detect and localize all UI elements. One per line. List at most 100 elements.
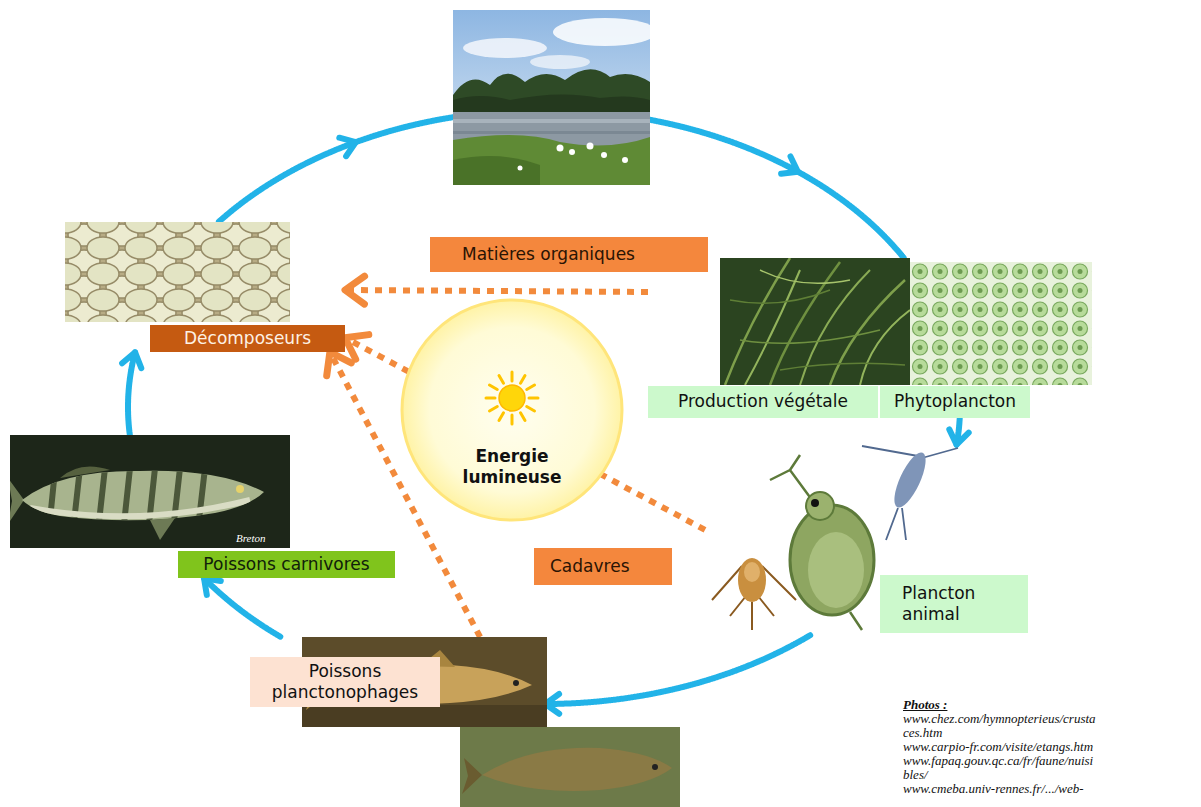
lake-photo [557, 145, 564, 152]
circle-outline [402, 300, 622, 520]
circle-outline [400, 298, 624, 522]
daphnia-drawing [770, 455, 874, 630]
arrow-head [345, 335, 369, 360]
lake-photo [453, 119, 650, 123]
photo-node: Poissons carnivores [10, 435, 395, 578]
arrow-head [781, 157, 798, 174]
cycle-arrow [949, 418, 968, 445]
photo-credits: Photos :www.chez.com/hymnopterieus/crust… [903, 698, 1193, 796]
phytoplankton-photo [910, 262, 1092, 385]
arrow-head [327, 352, 352, 376]
node-label: Plancton animal [880, 575, 1028, 633]
arrow-head [204, 578, 221, 595]
photo-node: Poissons planctonophages [250, 637, 545, 727]
credits-heading: Photos : [903, 698, 1193, 712]
credit-url: www.carpio-fr.com/visite/etangs.htm [903, 740, 1108, 754]
copepod-drawing [738, 558, 766, 602]
connector-line [345, 290, 648, 292]
water-plant-photo [760, 270, 850, 283]
copepod-drawing [712, 558, 796, 630]
node-label: Poissons planctonophages [250, 657, 440, 707]
energy-circle: Energie lumineuse [400, 298, 624, 522]
lake-photo [453, 10, 650, 185]
water-plant-photo [730, 290, 830, 303]
lake-photo [587, 143, 594, 150]
sun-symbol [486, 397, 495, 400]
copepod-drawing [862, 446, 958, 540]
water-plant-photo [800, 270, 870, 385]
phytoplankton-photo [910, 262, 1092, 385]
arrow-head [339, 138, 355, 157]
arrow-head [949, 429, 968, 444]
fish-photo [302, 705, 547, 727]
water-plant-photo [725, 258, 790, 385]
sun-symbol [529, 397, 538, 400]
lake-photo [453, 131, 650, 134]
sun-symbol [521, 413, 526, 421]
sun-symbol [499, 413, 504, 421]
copepod-drawing [888, 449, 931, 512]
photo-node: Phytoplancton [880, 262, 1092, 418]
lake-photo [453, 156, 540, 185]
sun-symbol [527, 385, 535, 390]
credit-url: www.chez.com/hymnopterieus/crusta ces.ht… [903, 712, 1108, 740]
lake-photo [463, 38, 547, 58]
lake-photo [518, 166, 523, 171]
credit-url: www.fapaq.gouv.qc.ca/fr/faune/nuisi bles… [903, 754, 1108, 782]
sun-symbol [489, 385, 497, 390]
sun-symbol [511, 415, 514, 424]
lake-photo [530, 55, 590, 69]
arrow-head [345, 276, 365, 304]
label-box: Cadavres [534, 548, 672, 585]
label-box: Matières organiques [430, 237, 708, 272]
daphnia-drawing [811, 499, 819, 507]
arrow-head [122, 352, 141, 368]
sun-symbol [527, 407, 535, 412]
lake-photo [453, 135, 650, 185]
cycle-arrow [122, 352, 141, 435]
cycle-arc [219, 110, 904, 258]
water-plant-photo [740, 330, 880, 343]
credit-url: www.cmeba.univ-rennes.fr/.../web- [903, 782, 1108, 796]
fish-photo [482, 748, 672, 791]
photo-node: Plancton animal [705, 445, 1030, 635]
node-label: Poissons carnivores [178, 551, 395, 578]
copepod-drawing [744, 562, 760, 582]
arrow-head [545, 694, 559, 714]
lake-photo [601, 152, 607, 158]
water-plant-photo [720, 258, 910, 385]
daphnia-drawing [806, 492, 834, 520]
fish-photo [460, 727, 680, 807]
cycle-arc [219, 110, 904, 258]
pike-photo [30, 500, 250, 516]
pike-photo [236, 485, 244, 493]
connector-line [204, 578, 280, 637]
lake-photo [569, 149, 575, 155]
pike-photo [22, 471, 264, 521]
fish-photo [462, 758, 482, 794]
photo-node: Production végétale [648, 258, 910, 418]
pike-photo [30, 468, 250, 524]
bacteria-photo [65, 222, 290, 322]
pike-photo [150, 518, 175, 540]
sun-symbol [499, 375, 504, 383]
fish-photo [652, 764, 658, 770]
fish-photo [460, 727, 680, 807]
pike-photo [10, 478, 24, 524]
node-label: Production végétale [648, 386, 878, 418]
copepod-drawing [862, 446, 958, 540]
daphnia-drawing [808, 532, 864, 608]
pike-photo [10, 435, 290, 548]
sun-symbol [489, 407, 497, 412]
lake-photo [553, 18, 650, 46]
node-label: Energie lumineuse [447, 446, 577, 489]
fish-photo [513, 680, 519, 686]
water-plant-photo [860, 310, 910, 385]
node-label: Cadavres [534, 548, 672, 585]
node-label: Matières organiques [430, 237, 708, 272]
water-plant-photo [720, 258, 910, 385]
node-label: Décomposeurs [150, 325, 345, 352]
sun-symbol [511, 372, 514, 381]
pike-photo [10, 435, 290, 548]
